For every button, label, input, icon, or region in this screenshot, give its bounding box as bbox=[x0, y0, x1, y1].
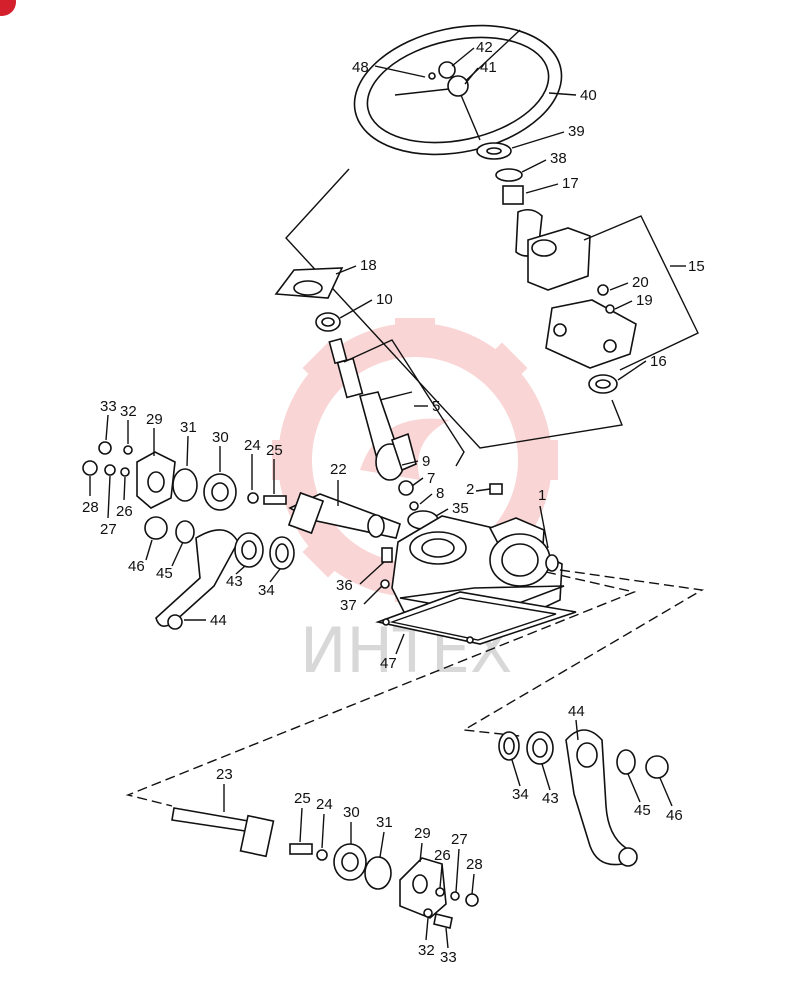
callout-45-right: 45 bbox=[634, 802, 651, 819]
callout-48: 48 bbox=[352, 59, 369, 76]
callout-22: 22 bbox=[330, 461, 347, 478]
callout-26-left: 26 bbox=[116, 503, 133, 520]
callout-20: 20 bbox=[632, 274, 649, 291]
callout-1: 1 bbox=[538, 487, 546, 504]
callout-34-left: 34 bbox=[258, 582, 275, 599]
callout-35: 35 bbox=[452, 500, 469, 517]
steering-wheel bbox=[353, 24, 563, 156]
callout-39: 39 bbox=[568, 123, 585, 140]
callout-46-right: 46 bbox=[666, 807, 683, 824]
gasket-and-bearing bbox=[274, 267, 344, 332]
callout-24-lower: 24 bbox=[316, 796, 333, 813]
callout-23: 23 bbox=[216, 766, 233, 783]
callout-32-left: 32 bbox=[120, 403, 137, 420]
callout-44-right: 44 bbox=[568, 703, 585, 720]
callout-45-left: 45 bbox=[156, 565, 173, 582]
callout-37: 37 bbox=[340, 597, 357, 614]
callout-19: 19 bbox=[636, 292, 653, 309]
callout-42: 42 bbox=[476, 39, 493, 56]
callout-5: 5 bbox=[432, 398, 440, 415]
sector-shaft-left bbox=[287, 491, 401, 539]
callout-31-lower: 31 bbox=[376, 814, 393, 831]
callout-43-left: 43 bbox=[226, 573, 243, 590]
right-pitman-arm-parts bbox=[498, 729, 669, 867]
callout-33-left: 33 bbox=[100, 398, 117, 415]
callout-43-right: 43 bbox=[542, 790, 559, 807]
callout-18: 18 bbox=[360, 257, 377, 274]
callout-27-lower: 27 bbox=[451, 831, 468, 848]
worm-shaft bbox=[328, 337, 417, 496]
callout-38: 38 bbox=[550, 150, 567, 167]
callout-47: 47 bbox=[380, 655, 397, 672]
callout-26-lower: 26 bbox=[434, 847, 451, 864]
callout-15: 15 bbox=[688, 258, 705, 275]
callout-29-lower: 29 bbox=[414, 825, 431, 842]
callout-10: 10 bbox=[376, 291, 393, 308]
callout-24-left: 24 bbox=[244, 437, 261, 454]
callout-29-left: 29 bbox=[146, 411, 163, 428]
callout-28-lower: 28 bbox=[466, 856, 483, 873]
callout-7: 7 bbox=[427, 470, 435, 487]
callout-25-left: 25 bbox=[266, 442, 283, 459]
left-cover-parts bbox=[82, 441, 295, 630]
callout-34-right: 34 bbox=[512, 786, 529, 803]
corner-mark bbox=[0, 0, 16, 16]
callout-41: 41 bbox=[480, 59, 497, 76]
base-gasket bbox=[375, 591, 577, 645]
callout-32-lower: 32 bbox=[418, 942, 435, 959]
column-bearing-parts bbox=[476, 142, 637, 394]
callout-44-left: 44 bbox=[210, 612, 227, 629]
callout-2: 2 bbox=[466, 481, 474, 498]
callout-17: 17 bbox=[562, 175, 579, 192]
callout-9: 9 bbox=[422, 453, 430, 470]
callout-30-left: 30 bbox=[212, 429, 229, 446]
callout-25-lower: 25 bbox=[294, 790, 311, 807]
callout-46-left: 46 bbox=[128, 558, 145, 575]
callout-31-left: 31 bbox=[180, 419, 197, 436]
callout-40: 40 bbox=[580, 87, 597, 104]
callout-33-lower: 33 bbox=[440, 949, 457, 966]
lower-cover-parts bbox=[289, 843, 479, 929]
callout-28-left: 28 bbox=[82, 499, 99, 516]
callout-16: 16 bbox=[650, 353, 667, 370]
sector-shaft-lower bbox=[171, 807, 275, 858]
callout-8: 8 bbox=[436, 485, 444, 502]
callout-36: 36 bbox=[336, 577, 353, 594]
callout-30-lower: 30 bbox=[343, 804, 360, 821]
callout-27-left: 27 bbox=[100, 521, 117, 538]
